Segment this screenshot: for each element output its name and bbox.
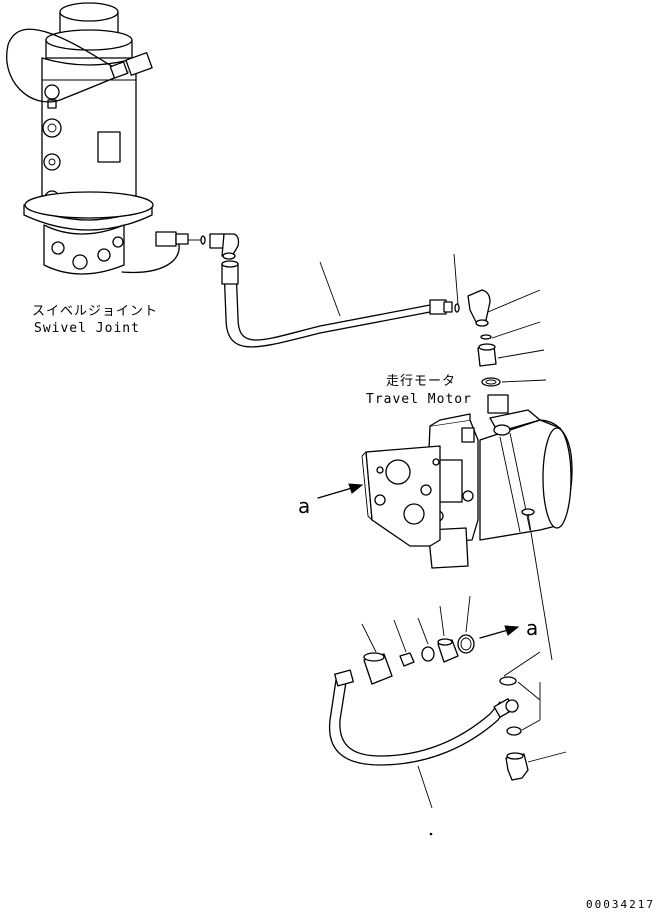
swivel-joint-label-jp: スイベルジョイント [32, 304, 159, 319]
swivel-elbow-fitting [188, 233, 240, 260]
travel-motor-label-en: Travel Motor [366, 392, 472, 407]
view-arrow-left [317, 483, 364, 499]
dot-mark [429, 832, 433, 836]
upper-hose [221, 260, 453, 348]
travel-motor-label-jp: 走行モータ [386, 374, 457, 389]
leader-lines-lower [361, 595, 471, 653]
lower-hose [328, 669, 519, 766]
view-arrow-right [479, 625, 520, 639]
drawing-number: 00034217 [586, 898, 655, 911]
motor-side-fittings [454, 289, 501, 387]
hose-leader [417, 765, 433, 809]
swivel-joint [6, 2, 189, 275]
drain-fittings [499, 651, 567, 781]
view-ref-a-right: a [526, 616, 539, 640]
swivel-joint-label-en: Swivel Joint [34, 321, 140, 336]
lower-fittings [363, 634, 475, 685]
drain-leader [527, 513, 553, 661]
travel-motor [361, 394, 573, 569]
view-ref-a-left: a [298, 494, 311, 518]
leader-lines-upper [319, 253, 547, 383]
